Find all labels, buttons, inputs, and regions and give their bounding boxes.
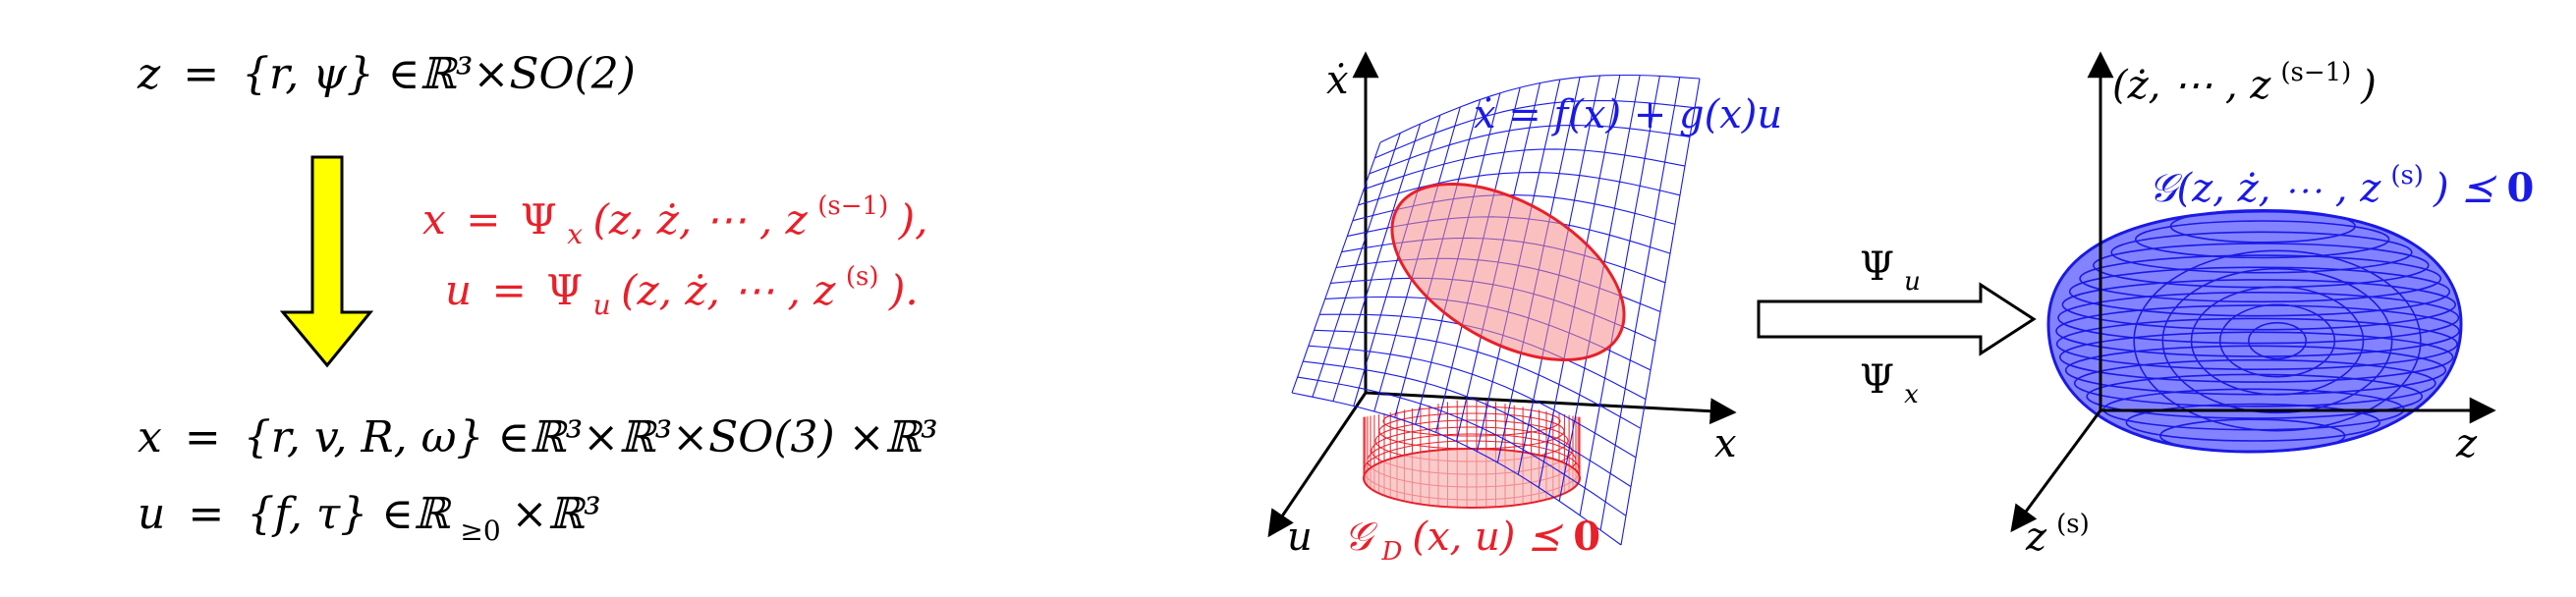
axis-u — [1267, 392, 1368, 538]
right-constraint-label: 𝒢(z, ż, ⋯ , z (s) ) ⪯ 0 — [2149, 148, 2534, 211]
middle-panel: ẋ x u ẋ = f(x) + g(x)u 𝒢 D (x, u) ⪯ 0 — [1267, 51, 1782, 569]
axis-top-label: (ż, ⋯ , z (s−1) ) — [2112, 45, 2377, 108]
surface-grid-line — [1374, 99, 1696, 159]
transform-arrow: Ψ u Ψ x — [1757, 244, 2037, 409]
axis-x — [1365, 391, 1737, 425]
surface-grid-line — [1308, 345, 1637, 459]
ellipsoid-ring — [2059, 331, 2454, 383]
surface-grid-line — [1297, 376, 1627, 516]
ellipsoid-ring — [2073, 358, 2436, 407]
ellipsoid-inner-ring — [2161, 267, 2393, 414]
right-panel: (ż, ⋯ , z (s−1) ) z z (s) 𝒢(z, ż, ⋯ , z … — [2010, 45, 2534, 560]
yellow-down-arrow — [279, 155, 374, 368]
surface-grid-line — [1358, 172, 1681, 206]
ellipsoid-ring — [2068, 266, 2451, 317]
x-mapping: x = Ψ x (z, ż, ⋯ , z (s−1) ), — [422, 179, 927, 253]
ellipsoid-inner-ring — [2218, 303, 2336, 378]
axis-x-label: x — [1714, 421, 1737, 466]
surface-grid-line — [1379, 74, 1701, 143]
axis-zs — [2010, 409, 2102, 533]
hollow-right-arrow — [1757, 282, 2037, 356]
z-definition: z = {r, ψ} ∈ℝ³×SO(2) — [137, 49, 636, 99]
middle-constraint-label: 𝒢 D (x, u) ⪯ 0 — [1344, 514, 1600, 569]
psi-x-label: Ψ x — [1860, 357, 1919, 409]
red-constraint-cylinder — [1363, 398, 1581, 509]
axis-u-label: u — [1287, 515, 1313, 560]
ellipsoid-inner-ring — [2133, 249, 2422, 432]
cylinder-ring — [1382, 406, 1561, 437]
surface-grid-line — [1369, 125, 1691, 175]
left-panel: z = {r, ψ} ∈ℝ³×SO(2) x = Ψ x (z, ż, ⋯ , … — [137, 49, 938, 550]
ellipsoid-ring — [2061, 279, 2457, 331]
red-constraint-ellipse — [1390, 183, 1626, 361]
ellipsoid-inner-ring — [2190, 286, 2365, 396]
dynamics-equation: ẋ = f(x) + g(x)u — [1474, 92, 1782, 137]
ellipsoid-ring — [2135, 220, 2390, 259]
ellipsoid-ring — [2079, 254, 2442, 303]
ellipsoid-ring — [2125, 403, 2381, 442]
surface-grid-line — [1291, 392, 1622, 546]
ellipsoid-ring — [2110, 231, 2413, 274]
blue-ellipsoid — [2046, 209, 2463, 454]
ellipsoid-ring — [2064, 345, 2447, 396]
axis-z-label: z — [2455, 421, 2478, 466]
ellipsoid-ring — [2055, 317, 2458, 370]
axis-zs-label: z (s) — [2025, 510, 2090, 560]
ellipsoid-ring — [2159, 418, 2346, 454]
u-mapping: u = Ψ u (z, ż, ⋯ , z (s) ). — [445, 249, 919, 324]
x-definition: x = {r, v, R, ω} ∈ℝ³×ℝ³×SO(3) ×ℝ³ — [138, 412, 938, 462]
surface-grid-line — [1303, 360, 1632, 488]
surface-grid-line — [1314, 329, 1642, 429]
ellipsoid-ring — [2055, 304, 2460, 357]
u-definition: u = {f, τ} ∈ℝ ≥0 ×ℝ³ — [138, 489, 601, 550]
ellipsoid-inner-ring — [2248, 321, 2307, 360]
surface-grid-line — [1363, 148, 1686, 190]
ellipsoid-ring — [2057, 292, 2460, 345]
axis-xdot-label: ẋ — [1326, 58, 1349, 103]
psi-u-label: Ψ u — [1860, 244, 1921, 297]
